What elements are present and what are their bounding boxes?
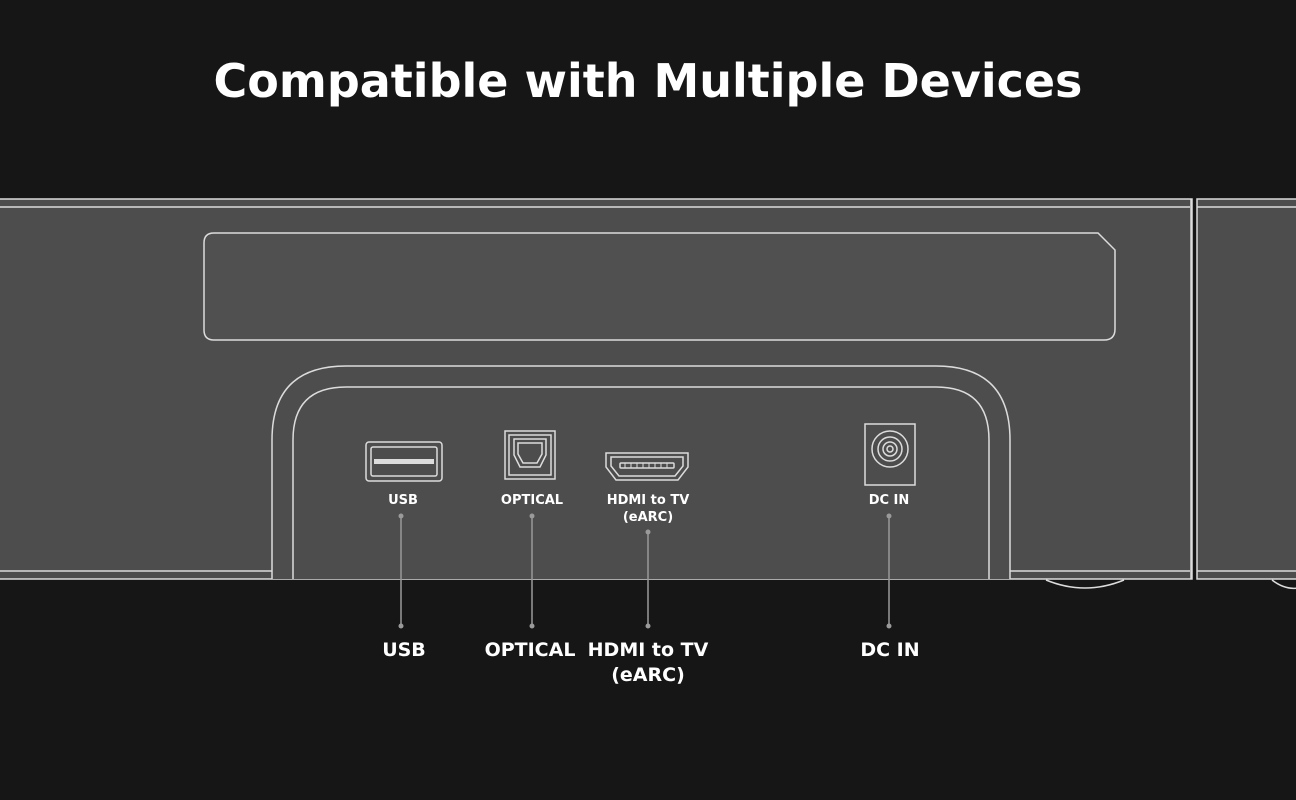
leader-optical-dot-bottom: [529, 623, 535, 629]
callout-usb: USB: [354, 638, 454, 663]
callout-dcin-text: DC IN: [860, 639, 920, 661]
leader-hdmi-dot-bottom: [645, 623, 651, 629]
callout-hdmi-text: HDMI to TV: [587, 639, 709, 661]
dc-in-port-icon: [864, 423, 916, 486]
usb-port-icon: [365, 441, 443, 482]
optical-port-icon: [504, 430, 556, 480]
callout-hdmi: HDMI to TV (eARC): [578, 638, 718, 688]
callout-leaders: [398, 513, 892, 629]
panel-label-dcin: DC IN: [869, 493, 910, 508]
leader-optical-dot-top: [529, 513, 535, 519]
page-title: Compatible with Multiple Devices: [213, 54, 1083, 108]
leader-dcin-dot-bottom: [886, 623, 892, 629]
panel-label-hdmi: HDMI to TV: [607, 493, 690, 508]
leader-dcin-dot-top: [886, 513, 892, 519]
panel-label-hdmi-line2: (eARC): [623, 510, 673, 525]
callout-optical: OPTICAL: [470, 638, 590, 663]
leader-usb-dot-top: [398, 513, 404, 519]
leader-hdmi-dot-top: [645, 529, 651, 535]
callout-hdmi-text-line2: (eARC): [611, 664, 685, 686]
hdmi-port-icon: [605, 452, 689, 481]
callout-usb-text: USB: [382, 639, 426, 661]
callout-optical-text: OPTICAL: [484, 639, 576, 661]
port-recess: [271, 365, 1011, 579]
panel-label-optical: OPTICAL: [501, 493, 563, 508]
panel-label-usb: USB: [388, 493, 418, 508]
display-window: [203, 232, 1116, 341]
callout-dcin: DC IN: [840, 638, 940, 663]
leader-usb-dot-bottom: [398, 623, 404, 629]
